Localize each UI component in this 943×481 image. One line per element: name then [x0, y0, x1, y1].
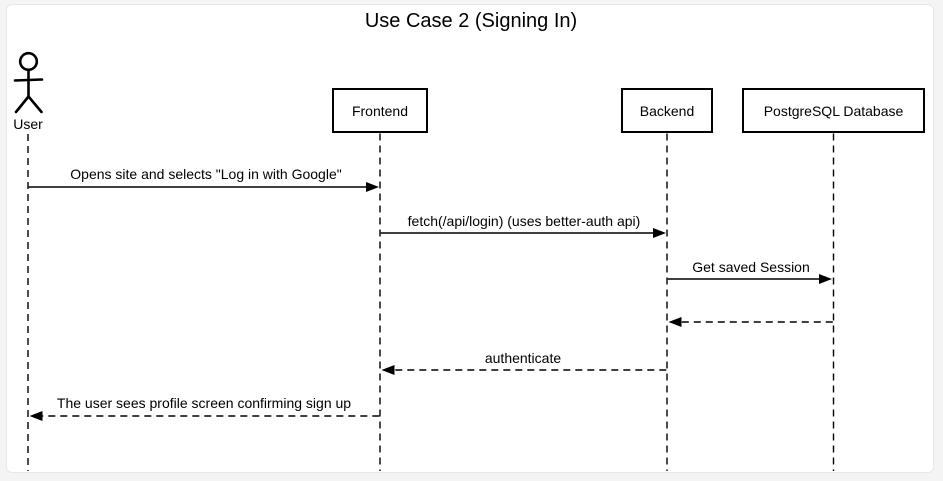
- message-6-label: The user sees profile screen confirming …: [56, 395, 352, 411]
- participant-label-frontend: Frontend: [351, 102, 409, 119]
- message-2-label: fetch(/api/login) (uses better-auth api): [407, 213, 641, 229]
- diagram-panel: [6, 4, 934, 473]
- message-1-label: Opens site and selects "Log in with Goog…: [70, 166, 342, 182]
- participant-label-backend: Backend: [639, 102, 695, 119]
- message-6-arrowhead-icon: [29, 411, 43, 421]
- message-3-label: Get saved Session: [692, 259, 810, 275]
- message-3-arrowhead-icon: [819, 274, 832, 284]
- actor-label-user: User: [13, 116, 43, 132]
- message-4-arrowhead-icon: [668, 317, 682, 327]
- user-actor-icon: [13, 51, 44, 114]
- message-5-label: authenticate: [484, 350, 562, 366]
- participant-box-frontend: Frontend: [332, 88, 428, 133]
- message-1-arrowhead-icon: [366, 182, 379, 192]
- participant-label-database: PostgreSQL Database: [763, 102, 904, 119]
- participant-box-backend: Backend: [621, 88, 713, 133]
- message-2-arrowhead-icon: [653, 228, 666, 238]
- message-5-arrowhead-icon: [381, 365, 395, 375]
- diagram-title: Use Case 2 (Signing In): [364, 10, 578, 32]
- participant-box-database: PostgreSQL Database: [742, 88, 925, 133]
